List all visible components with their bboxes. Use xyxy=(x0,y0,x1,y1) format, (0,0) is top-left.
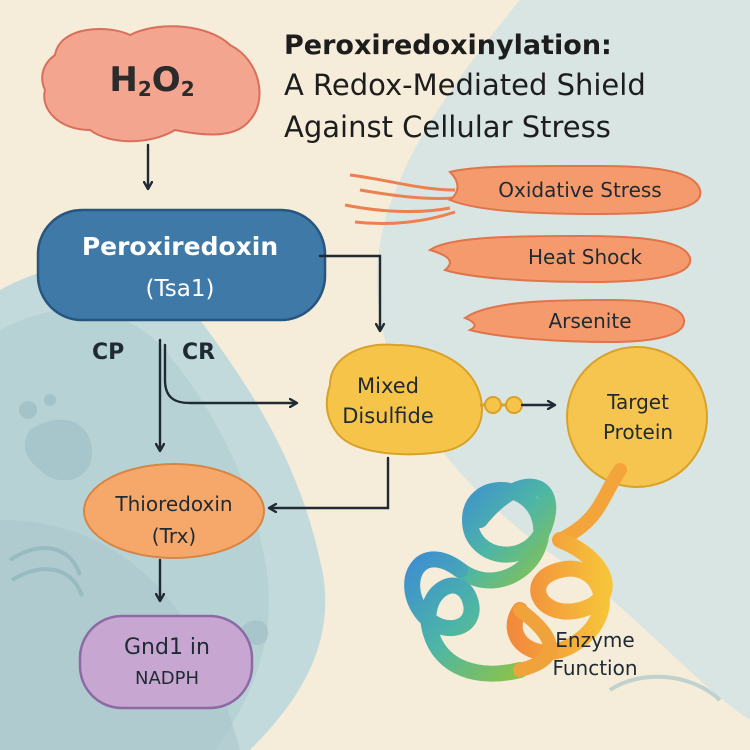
disulfide-bond-knob xyxy=(505,396,523,414)
stress-label-heat-shock: Heat Shock xyxy=(528,245,642,269)
cp-label: CP xyxy=(92,340,125,365)
thioredoxin-node xyxy=(83,463,265,559)
enzyme-function-label-line2: Function xyxy=(552,656,638,680)
mixed-disulfide-label-line2: Disulfide xyxy=(342,404,434,428)
enzyme-ribbon xyxy=(404,463,627,682)
stress-ribbons xyxy=(344,164,702,344)
mixed-disulfide-label: Mixed xyxy=(357,374,419,398)
thioredoxin-label: Thioredoxin xyxy=(115,492,233,516)
gnd1-node xyxy=(78,614,254,710)
target-protein-node xyxy=(566,346,708,488)
h2o2-blob xyxy=(41,25,261,143)
pathway-arrows xyxy=(148,143,554,600)
diagram-title-line3: Against Cellular Stress xyxy=(284,110,611,144)
stress-label-oxidative: Oxidative Stress xyxy=(498,178,662,202)
thioredoxin-sublabel: (Trx) xyxy=(151,524,197,548)
h2o2-label: H2O2 xyxy=(109,60,195,101)
gnd1-sublabel: NADPH xyxy=(134,668,200,689)
peroxiredoxin-sublabel: (Tsa1) xyxy=(145,276,215,302)
mixed-disulfide-node xyxy=(325,343,483,456)
stress-label-arsenite: Arsenite xyxy=(548,309,632,333)
target-protein-label-line2: Protein xyxy=(602,420,674,444)
peroxiredoxin-node xyxy=(36,208,327,322)
target-protein-label: Target xyxy=(607,390,669,414)
diagram-title-line2: A Redox-Mediated Shield xyxy=(284,68,646,102)
cr-label: CR xyxy=(182,340,216,365)
peroxiredoxin-label: Peroxiredoxin xyxy=(81,232,279,261)
diagram-title-line1: Peroxiredoxinylation: xyxy=(284,30,612,61)
enzyme-function-label: Enzyme xyxy=(555,628,635,652)
gnd1-label: Gnd1 in xyxy=(123,635,210,660)
disulfide-bond-knob xyxy=(484,396,502,414)
